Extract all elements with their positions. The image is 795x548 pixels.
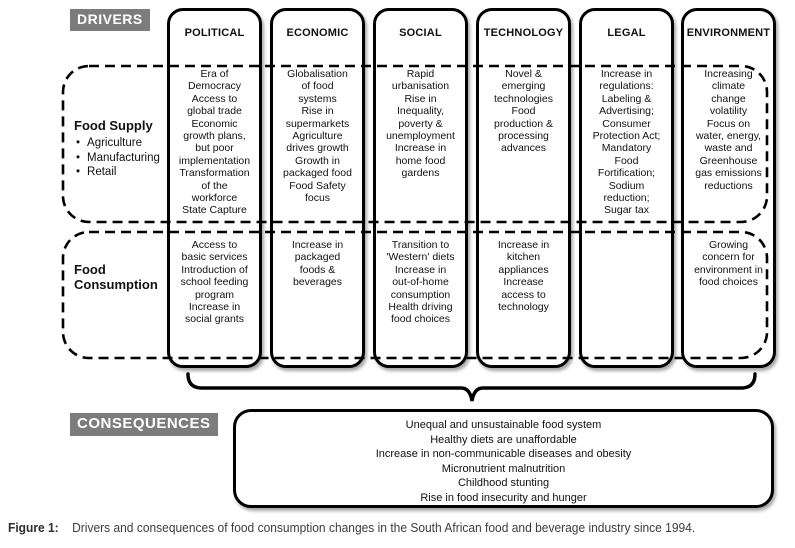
column-supply-text: Rapid urbanisation Rise in Inequality, p… <box>386 68 455 180</box>
column-environment: ENVIRONMENT Increasing climate change vo… <box>681 8 776 368</box>
food-consumption-title: Food Consumption <box>74 262 158 292</box>
consequence-line: Unequal and unsustainable food system <box>405 419 602 431</box>
column-header: POLITICAL <box>184 27 245 39</box>
drivers-label: DRIVERS <box>70 9 150 31</box>
column-social: SOCIAL Rapid urbanisation Rise in Inequa… <box>373 8 468 368</box>
figure-caption-label: Figure 1: <box>8 521 59 535</box>
food-supply-label-block: Food Supply Agriculture Manufacturing Re… <box>74 118 180 180</box>
food-supply-bullet: Agriculture <box>76 136 180 151</box>
food-supply-title: Food Supply <box>74 118 153 133</box>
column-economic: ECONOMIC Globalisation of food systems R… <box>270 8 365 368</box>
consequences-box: Unequal and unsustainable food system He… <box>233 409 774 508</box>
food-consumption-label-block: Food Consumption <box>74 262 180 292</box>
column-consumption-text: Transition to 'Western' diets Increase i… <box>386 239 455 326</box>
column-header: ECONOMIC <box>286 27 349 39</box>
column-supply-text: Increasing climate change volatility Foc… <box>695 68 762 192</box>
column-supply-text: Globalisation of food systems Rise in su… <box>283 68 352 205</box>
consequence-line: Childhood stunting <box>457 477 550 490</box>
column-header: SOCIAL <box>399 27 442 39</box>
column-consumption-text: Access to basic services Introduction of… <box>180 239 249 326</box>
food-supply-bullet: Manufacturing <box>76 151 180 166</box>
consequences-brace <box>186 372 757 402</box>
column-technology: TECHNOLOGY Novel & emerging technologies… <box>476 8 571 368</box>
food-supply-bullet: Retail <box>76 165 180 180</box>
column-consumption-text: Increase in packaged foods & beverages <box>291 239 344 289</box>
column-header: LEGAL <box>607 27 646 39</box>
figure-caption-text: Drivers and consequences of food consump… <box>72 521 696 535</box>
food-supply-bullet-list: Agriculture Manufacturing Retail <box>76 136 180 180</box>
column-header: ENVIRONMENT <box>686 27 771 39</box>
column-legal: LEGAL Increase in regulations: Labeling … <box>579 8 674 368</box>
column-supply-text: Novel & emerging technologies Food produ… <box>494 68 553 155</box>
consequences-text: Unequal and unsustainable food system He… <box>236 412 771 506</box>
consequence-line: Healthy diets are unaffordable <box>430 433 577 446</box>
figure-caption: Figure 1: Drivers and consequences of foo… <box>8 521 757 535</box>
consequence-line: Micronutrient malnutrition <box>441 462 566 475</box>
consequence-line: Rise in food insecurity and hunger <box>420 491 587 504</box>
column-consumption-text: Growing concern for environment in food … <box>694 239 763 289</box>
column-political: POLITICAL Era of Democracy Access to glo… <box>167 8 262 368</box>
column-consumption-text: Increase in kitchen appliances Increase … <box>497 239 550 314</box>
consequence-line: Increase in non-communicable diseases an… <box>375 448 632 461</box>
column-supply-text: Era of Democracy Access to global trade … <box>178 68 251 217</box>
column-header: TECHNOLOGY <box>483 27 564 39</box>
column-supply-text: Increase in regulations: Labeling & Adve… <box>592 68 661 217</box>
consequences-label: CONSEQUENCES <box>70 413 218 436</box>
